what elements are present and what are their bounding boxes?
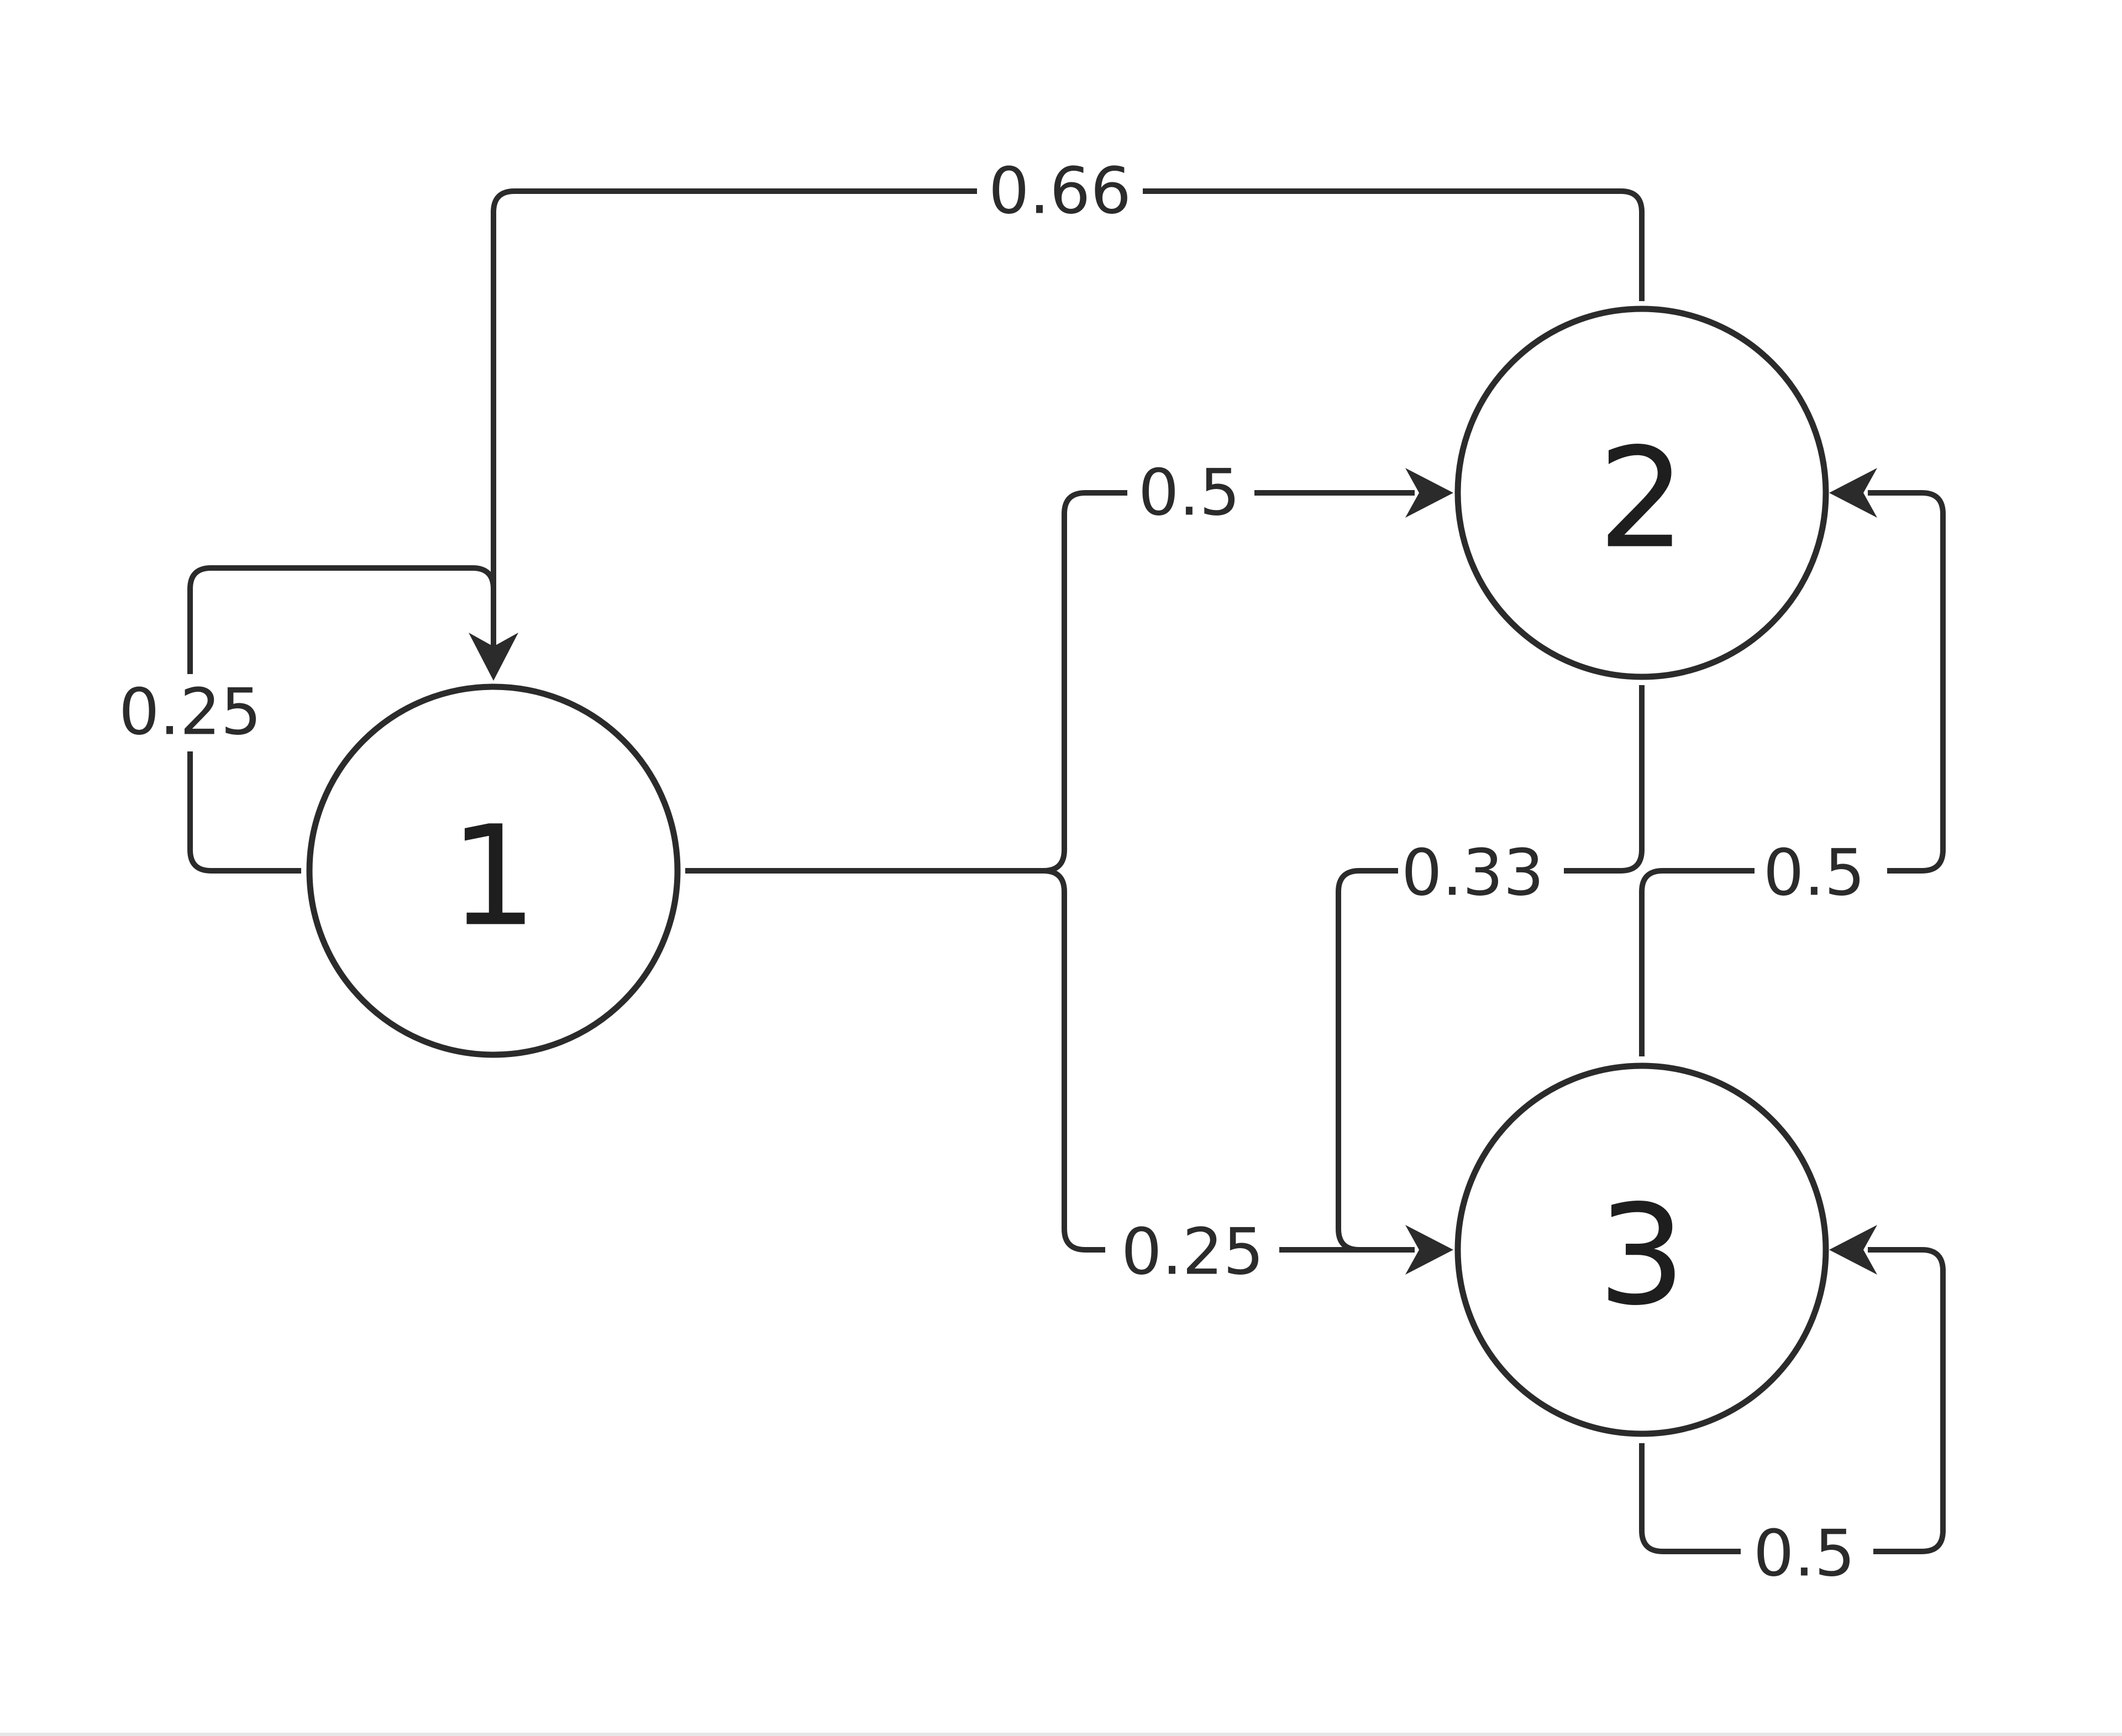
node-1-circle [306,683,681,1058]
arrowhead-into-node-2-right [1829,468,1877,518]
arrowhead-into-node-2-left [1405,468,1453,518]
edge-3-to-2 [1639,490,1946,1056]
node-1[interactable]: 1 [306,683,681,1058]
edge-label-3-to-2: 0.5 [1763,836,1865,911]
edge-1-to-3 [685,868,1415,1253]
arrowhead-into-node-3-left [1405,1225,1453,1275]
edge-label-1-to-1: 0.25 [119,675,261,750]
node-2-circle [1454,306,1829,680]
edge-label-2-to-1: 0.66 [989,154,1131,229]
edge-3-to-3 [1639,1247,1946,1554]
bottom-border [0,1733,2122,1736]
edge-label-1-to-2: 0.5 [1138,456,1240,530]
arrowhead-into-node-1 [469,633,518,681]
node-2[interactable]: 2 [1454,306,1829,680]
edge-label-2-to-3: 0.33 [1401,836,1544,911]
node-2-label: 2 [1598,418,1685,579]
node-1-label: 1 [449,796,537,957]
edge-1-to-1 [187,565,496,874]
node-3[interactable]: 3 [1454,1062,1829,1437]
edge-1-to-2 [685,490,1415,874]
edge-label-1-to-3: 0.25 [1121,1215,1264,1290]
node-3-circle [1454,1062,1829,1437]
edge-label-3-to-3: 0.5 [1753,1517,1855,1591]
arrowhead-into-node-3-right [1829,1225,1877,1275]
edge-2-to-3 [1336,685,1645,1253]
node-3-label: 3 [1598,1175,1685,1336]
